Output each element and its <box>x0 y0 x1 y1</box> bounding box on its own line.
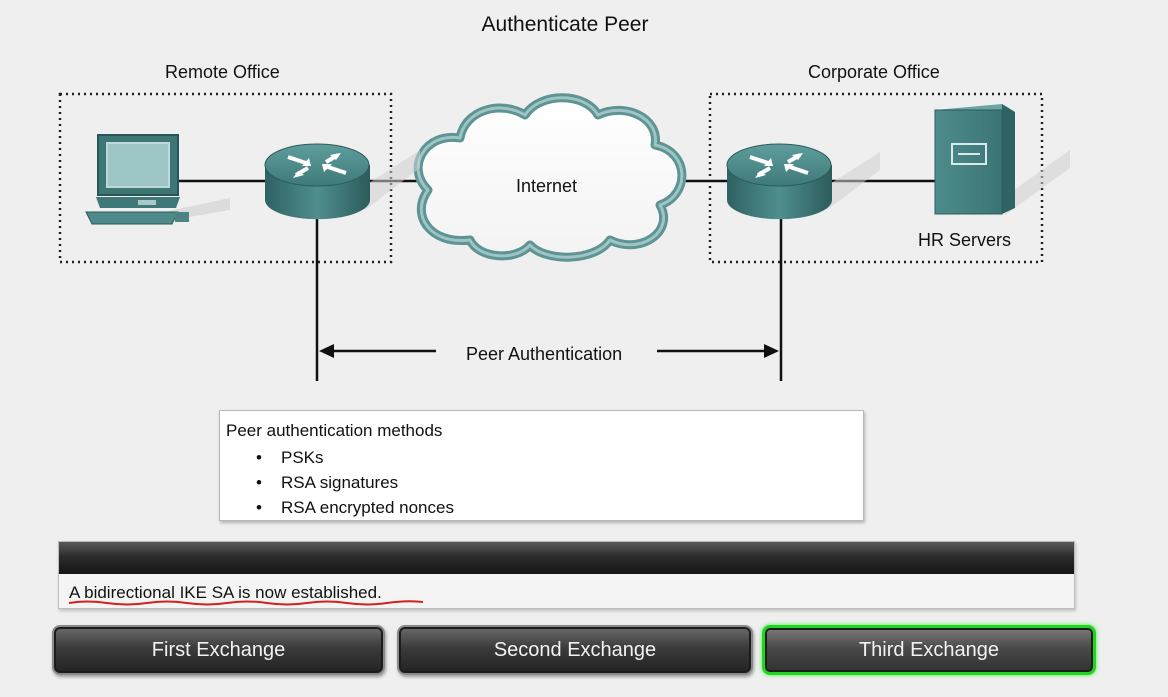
auth-methods-list: PSKs RSA signatures RSA encrypted nonces <box>226 445 863 520</box>
first-exchange-button[interactable]: First Exchange <box>52 625 385 675</box>
hr-server-icon <box>934 104 1070 215</box>
auth-method-item: RSA encrypted nonces <box>226 495 863 520</box>
second-exchange-button[interactable]: Second Exchange <box>397 625 753 675</box>
auth-methods-title: Peer authentication methods <box>226 421 443 440</box>
corporate-router-icon <box>726 143 880 220</box>
status-message: A bidirectional IKE SA is now establishe… <box>69 583 382 602</box>
status-red-underline <box>68 600 424 606</box>
peer-auth-arrow-left <box>319 344 436 358</box>
status-panel: A bidirectional IKE SA is now establishe… <box>58 541 1075 609</box>
remote-router-icon <box>264 143 420 220</box>
auth-method-item: RSA signatures <box>226 470 863 495</box>
peer-authentication-label: Peer Authentication <box>466 344 623 364</box>
hr-servers-label: HR Servers <box>918 230 1012 250</box>
peer-auth-arrow-right <box>657 344 779 358</box>
status-header-bar <box>59 542 1074 574</box>
internet-label: Internet <box>516 176 578 196</box>
third-exchange-button[interactable]: Third Exchange <box>762 625 1096 675</box>
pc-icon <box>85 134 230 225</box>
corporate-office-label: Corporate Office <box>808 62 940 82</box>
auth-method-item: PSKs <box>226 445 863 470</box>
remote-office-label: Remote Office <box>165 62 280 82</box>
auth-methods-box: Peer authentication methods PSKs RSA sig… <box>219 410 864 521</box>
diagram-title: Authenticate Peer <box>481 13 649 36</box>
